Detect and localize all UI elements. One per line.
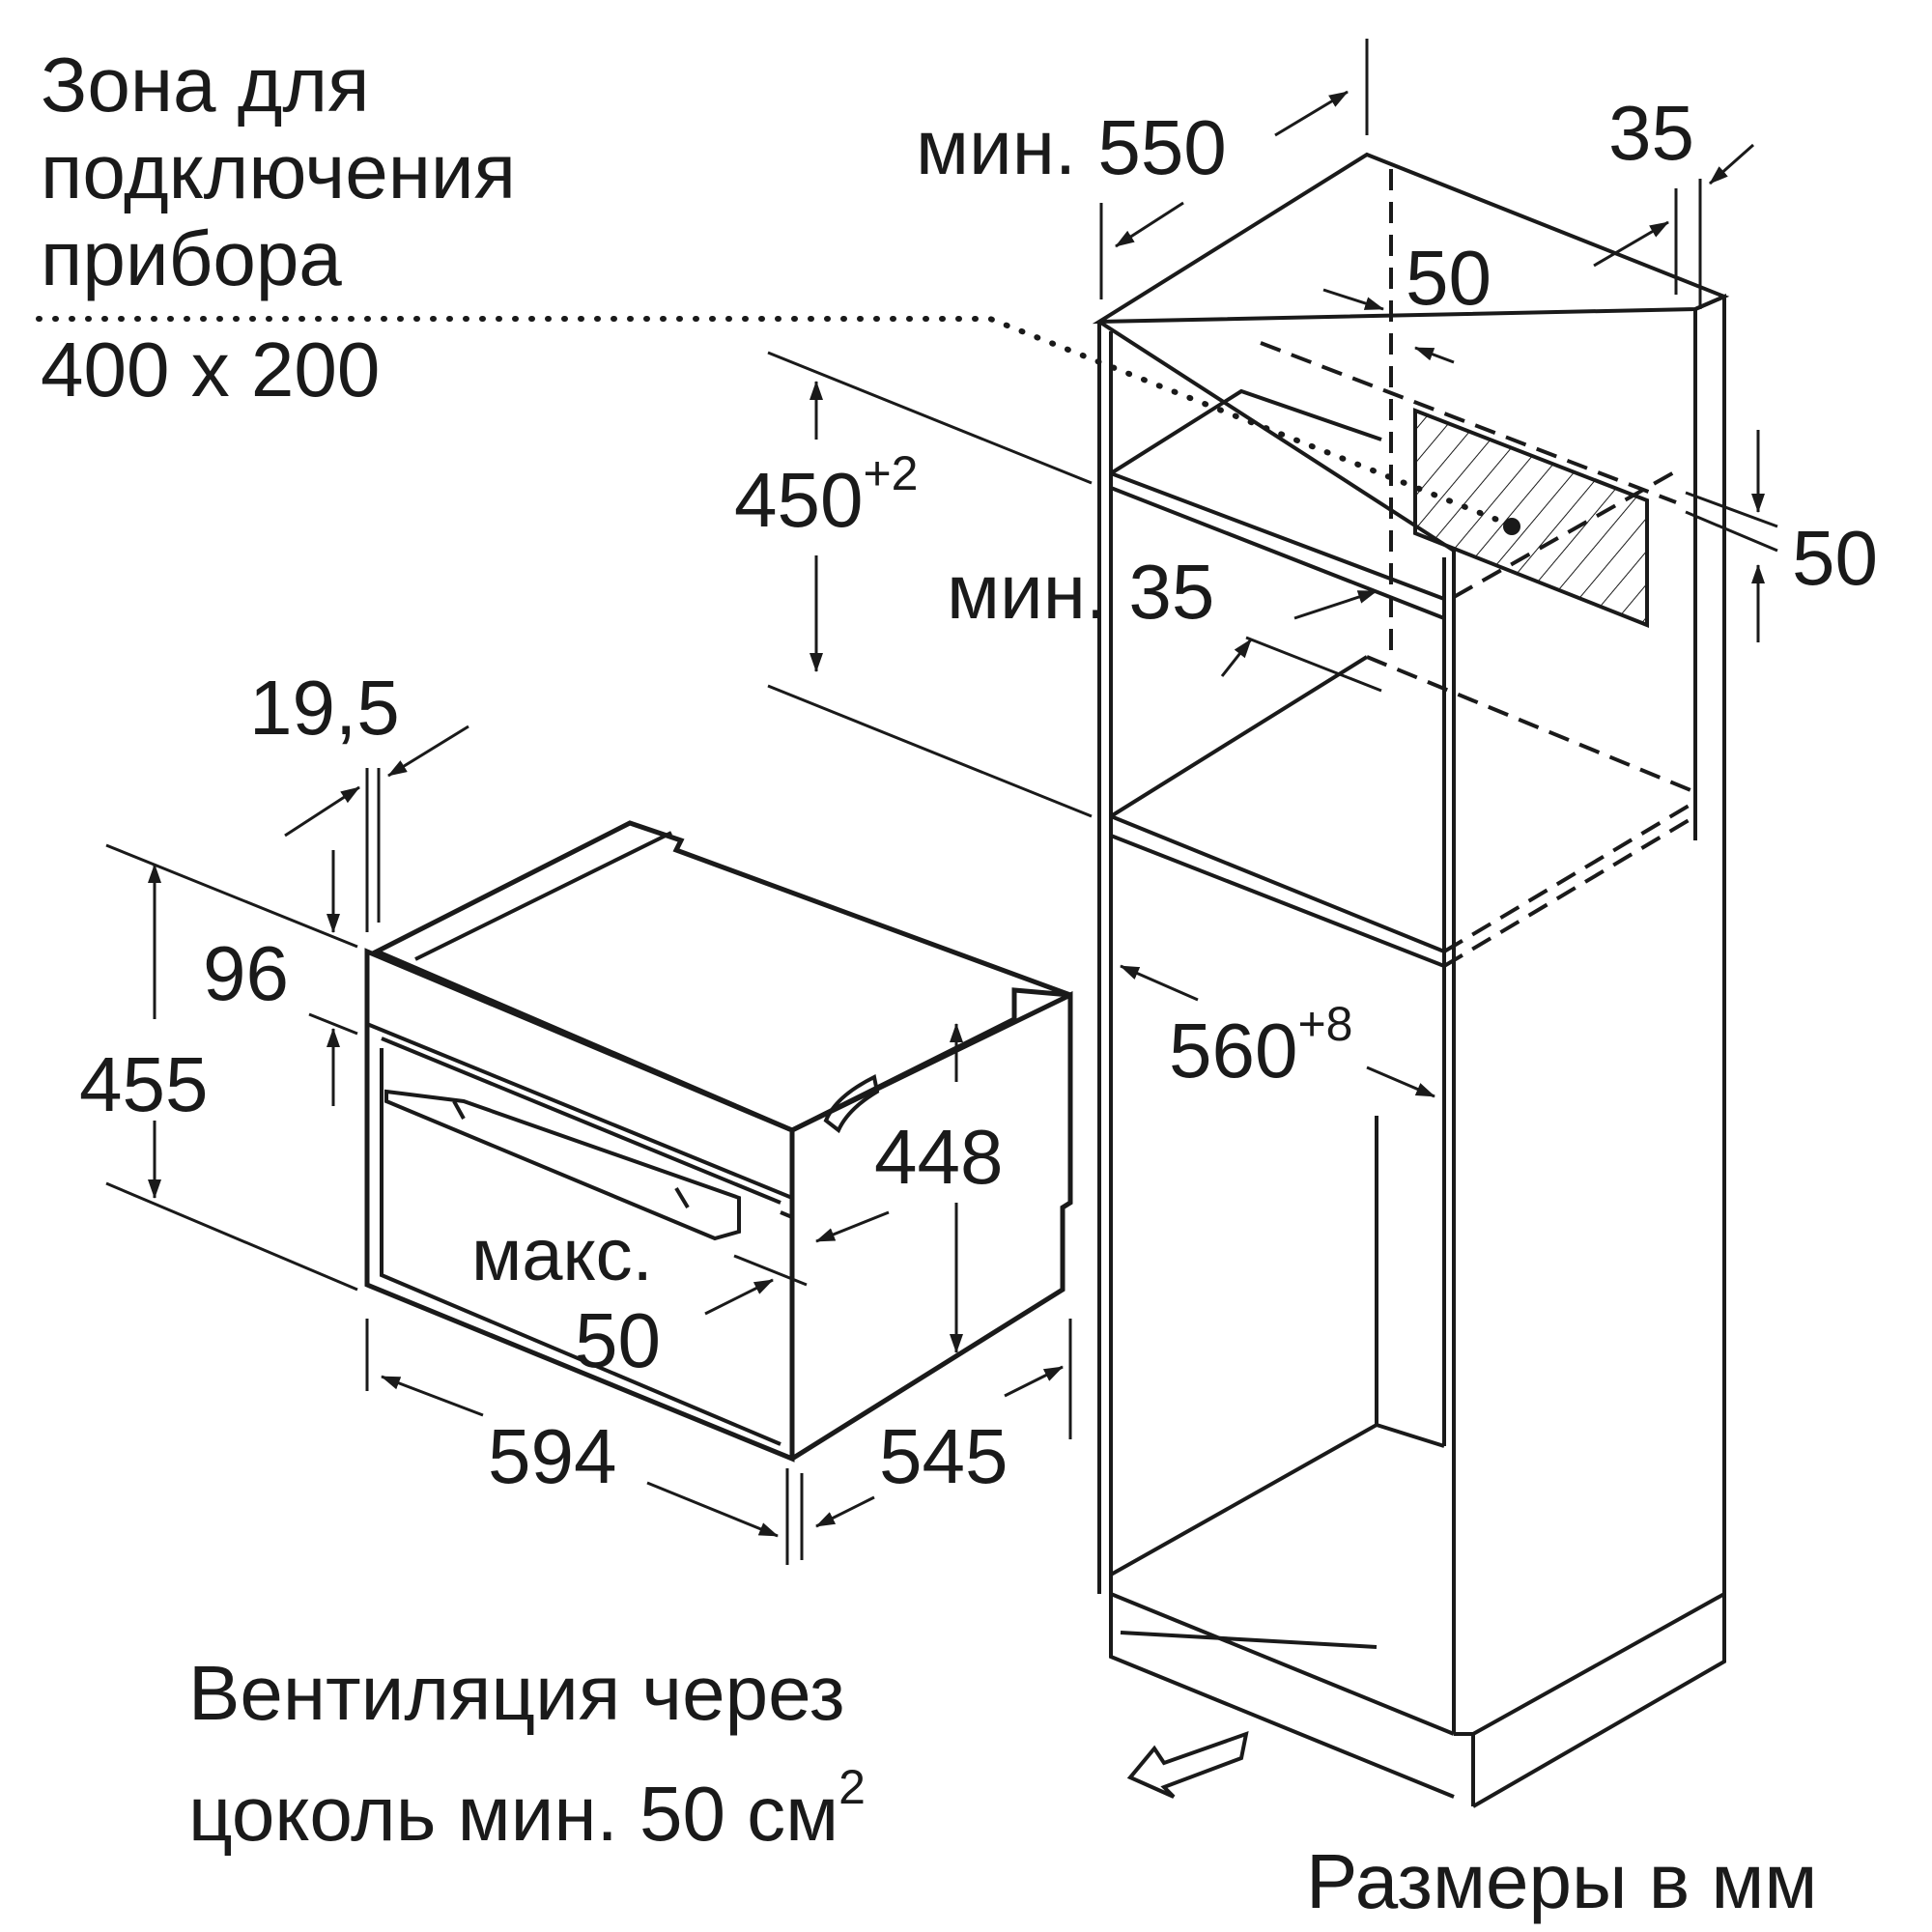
units-note: Размеры в мм (1306, 1838, 1817, 1924)
dim-594: 594 (488, 1413, 616, 1499)
dim-545: 545 (879, 1413, 1008, 1499)
dim-450: 450+2 (734, 446, 919, 543)
dim-50-right: 50 (1792, 515, 1878, 601)
dim-560: 560+8 (1169, 997, 1353, 1094)
dim-max-label: макс. (471, 1214, 653, 1296)
dim-450-tolerance: +2 (863, 446, 918, 500)
dim-35-top: 35 (1608, 90, 1694, 176)
dim-min-35: мин. 35 (947, 549, 1214, 635)
ventilation-line-1: Вентиляция через (188, 1650, 845, 1736)
dimension-lines (105, 39, 1778, 1565)
note-line-1: Зона для (41, 42, 369, 128)
dim-50-top: 50 (1406, 235, 1492, 321)
connection-zone-note: Зона для подключения прибора 400 x 200 (41, 42, 516, 412)
dim-560-tolerance: +8 (1297, 997, 1352, 1051)
ventilation-superscript: 2 (838, 1760, 866, 1814)
dim-max-50: 50 (575, 1297, 661, 1383)
connection-point (1503, 518, 1520, 535)
dim-448: 448 (874, 1114, 1003, 1200)
dim-455: 455 (79, 1041, 208, 1127)
dim-min-550: мин. 550 (916, 104, 1227, 190)
connection-zone (1413, 408, 1649, 628)
tall-cabinet (1092, 152, 1730, 1808)
oven-appliance (364, 820, 1073, 1463)
note-line-3: прибора (41, 215, 342, 301)
dim-19-5: 19,5 (249, 665, 400, 751)
ventilation-line-2: цоколь мин. 50 см2 (188, 1760, 866, 1857)
note-line-2: подключения (41, 128, 516, 214)
dim-96: 96 (203, 930, 289, 1016)
ventilation-note: Вентиляция через цоколь мин. 50 см2 (188, 1650, 866, 1857)
dim-450-value: 450 (734, 457, 863, 543)
note-line-4: 400 x 200 (41, 327, 380, 412)
ventilation-line-2-text: цоколь мин. 50 см (188, 1771, 838, 1857)
zone-leader (36, 316, 1510, 526)
ventilation-arrow (1126, 1730, 1249, 1799)
dim-560-value: 560 (1169, 1008, 1297, 1094)
